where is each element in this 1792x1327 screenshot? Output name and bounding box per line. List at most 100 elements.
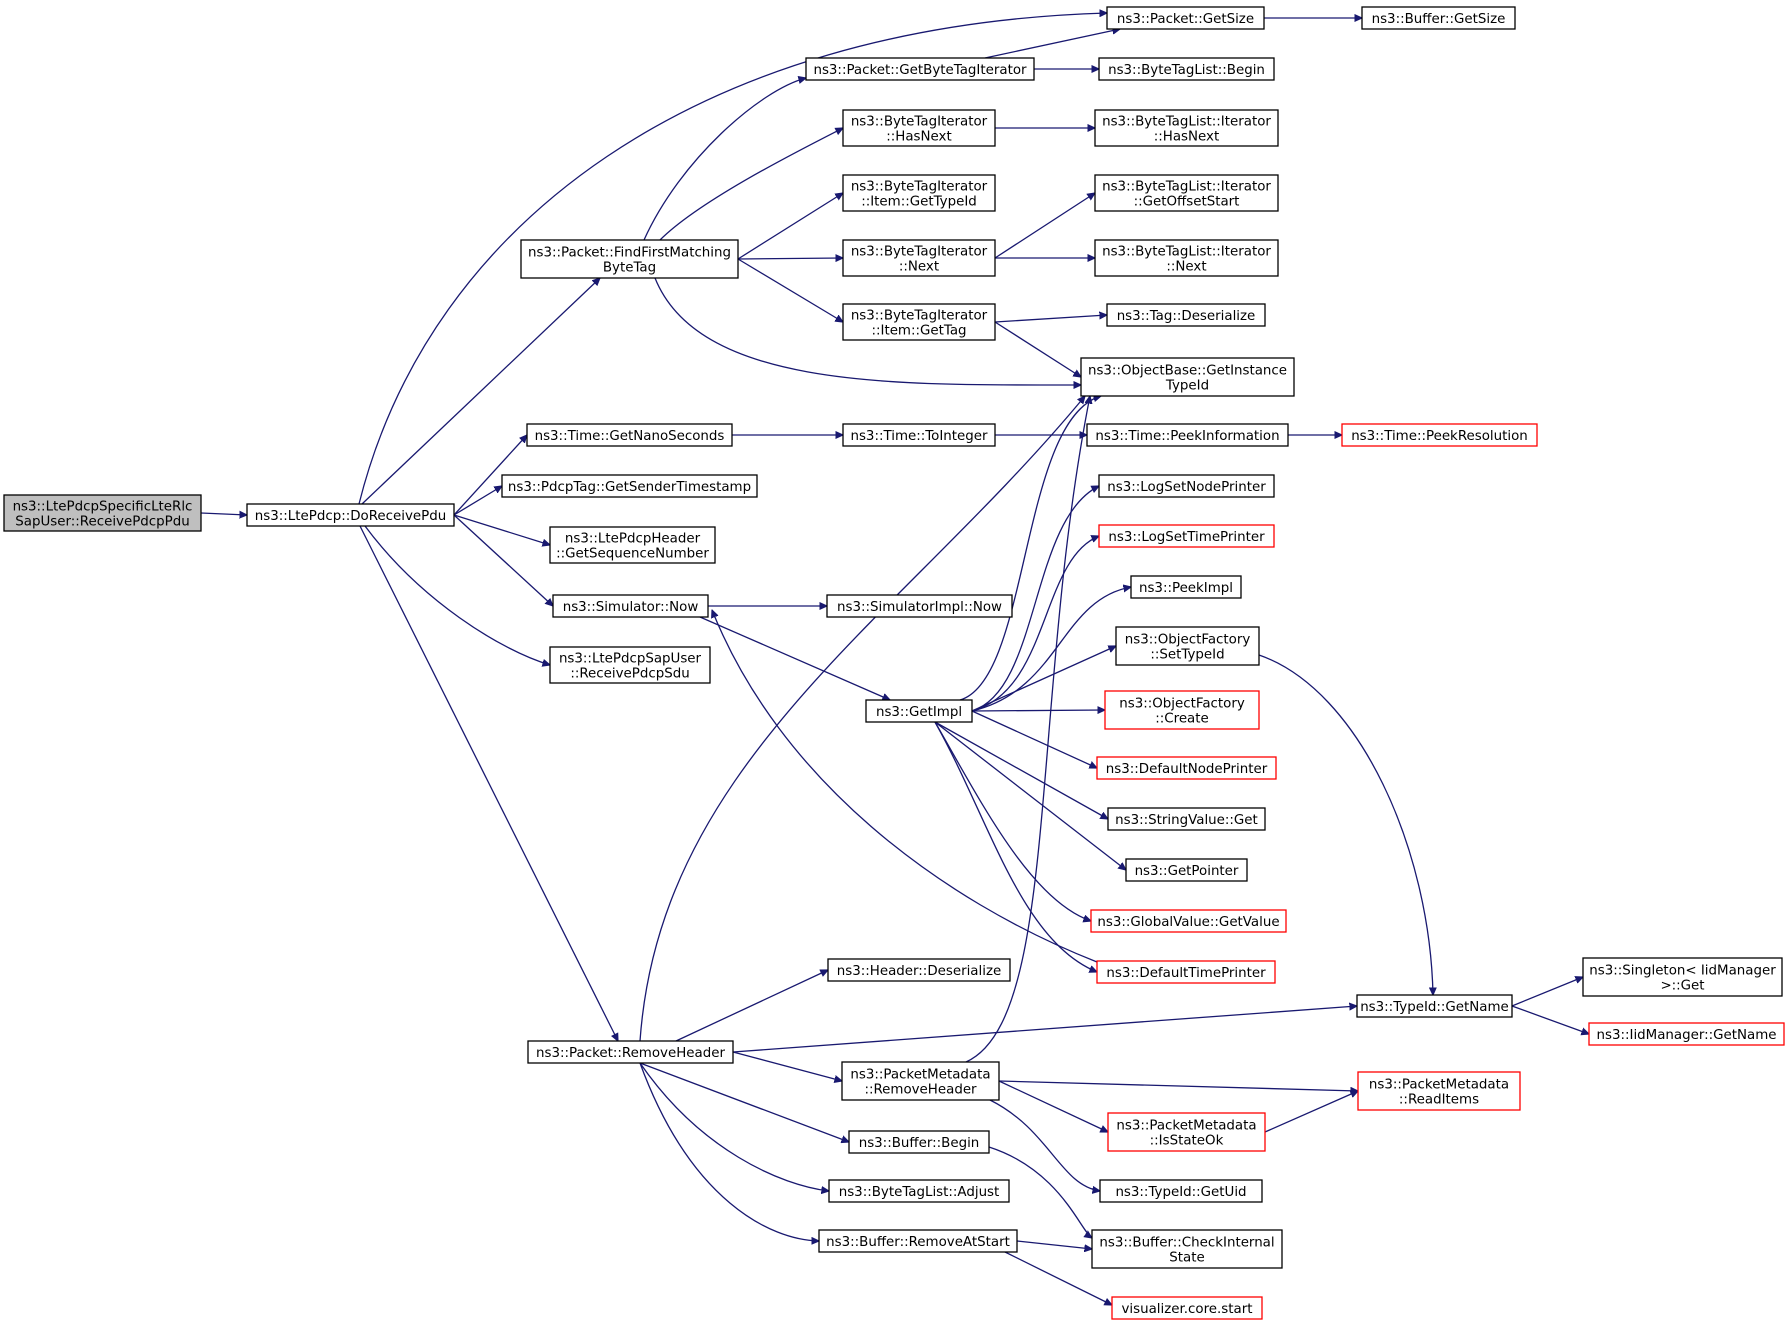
node-box xyxy=(549,526,716,564)
node-stringValueGet[interactable]: ns3::StringValue::Get xyxy=(1107,807,1266,831)
node-label: ns3::DefaultTimePrinter xyxy=(1106,966,1266,981)
node-globalValueGetValue[interactable]: ns3::GlobalValue::GetValue xyxy=(1090,909,1287,933)
node-box xyxy=(1086,423,1289,447)
node-label: ns3::Packet::FindFirstMatching xyxy=(528,246,731,261)
node-box xyxy=(501,474,758,498)
node-typeIdGetName[interactable]: ns3::TypeId::GetName xyxy=(1356,994,1513,1018)
edge-getImpl-to-peekImpl xyxy=(971,587,1131,712)
node-defaultTimePrinter[interactable]: ns3::DefaultTimePrinter xyxy=(1096,960,1276,984)
node-timePeekResolution[interactable]: ns3::Time::PeekResolution xyxy=(1341,423,1538,447)
node-box xyxy=(1115,626,1260,666)
node-label: >::Get xyxy=(1660,979,1704,994)
edge-objectFactorySetTypeId-to-typeIdGetName xyxy=(1258,654,1433,995)
edge-findFirstMatching-to-btiNext xyxy=(737,258,843,259)
node-label: ns3::Time::ToInteger xyxy=(850,429,988,444)
node-label: ns3::LogSetTimePrinter xyxy=(1108,530,1265,545)
node-box xyxy=(1107,807,1266,831)
node-box xyxy=(1094,109,1279,147)
node-simulatorNow[interactable]: ns3::Simulator::Now xyxy=(552,594,709,618)
node-label: ns3::TypeId::GetUid xyxy=(1115,1185,1246,1200)
node-timePeekInformation[interactable]: ns3::Time::PeekInformation xyxy=(1086,423,1289,447)
node-objectFactorySetTypeId[interactable]: ns3::ObjectFactory::SetTypeId xyxy=(1115,626,1260,666)
node-packetGetSize[interactable]: ns3::Packet::GetSize xyxy=(1106,6,1265,30)
node-typeIdGetUid[interactable]: ns3::TypeId::GetUid xyxy=(1099,1179,1263,1203)
node-getByteTagIterator[interactable]: ns3::Packet::GetByteTagIterator xyxy=(805,57,1035,81)
node-label: visualizer.core.start xyxy=(1121,1302,1252,1317)
edge-findFirstMatching-to-getByteTagIterator xyxy=(643,78,806,241)
node-btiItemGetTypeId[interactable]: ns3::ByteTagIterator::Item::GetTypeId xyxy=(842,174,996,212)
node-bufferBegin[interactable]: ns3::Buffer::Begin xyxy=(848,1130,990,1154)
node-objectFactoryCreate[interactable]: ns3::ObjectFactory::Create xyxy=(1104,690,1260,730)
node-label: ns3::ByteTagIterator xyxy=(851,115,988,130)
node-logSetNodePrinter[interactable]: ns3::LogSetNodePrinter xyxy=(1098,474,1275,498)
node-label: ns3::Time::PeekInformation xyxy=(1095,429,1279,444)
node-bufferRemoveAtStart[interactable]: ns3::Buffer::RemoveAtStart xyxy=(818,1229,1018,1253)
node-box xyxy=(552,594,709,618)
node-btiItemGetTag[interactable]: ns3::ByteTagIterator::Item::GetTag xyxy=(842,303,996,341)
node-packetMetadataReadItems[interactable]: ns3::PacketMetadata::ReadItems xyxy=(1357,1071,1521,1111)
edge-getImpl-to-logSetTimePrinter xyxy=(971,536,1099,712)
node-logSetTimePrinter[interactable]: ns3::LogSetTimePrinter xyxy=(1098,524,1275,548)
node-ltePdcpHeaderGetSeq[interactable]: ns3::LtePdcpHeader::GetSequenceNumber xyxy=(549,526,716,564)
node-root[interactable]: ns3::LtePdcpSpecificLteRlcSapUser::Recei… xyxy=(3,494,202,532)
node-tagDeserialize[interactable]: ns3::Tag::Deserialize xyxy=(1106,303,1266,327)
node-iidManagerGetName[interactable]: ns3::IidManager::GetName xyxy=(1588,1022,1785,1046)
node-label: ns3::ObjectFactory xyxy=(1125,633,1251,648)
node-label: ns3::Header::Deserialize xyxy=(837,964,1001,979)
node-headerDeserialize[interactable]: ns3::Header::Deserialize xyxy=(827,958,1011,982)
node-getImpl[interactable]: ns3::GetImpl xyxy=(865,699,973,723)
edge-defaultTimePrinter-to-simulatorNow xyxy=(712,610,1098,963)
node-timeGetNanoSeconds[interactable]: ns3::Time::GetNanoSeconds xyxy=(526,423,733,447)
node-label: ns3::GetImpl xyxy=(876,705,962,720)
edge-doReceivePdu-to-pdcpTagGetSenderTimestamp xyxy=(453,486,502,516)
nodes-layer: ns3::LtePdcpSpecificLteRlcSapUser::Recei… xyxy=(3,6,1785,1320)
node-defaultNodePrinter[interactable]: ns3::DefaultNodePrinter xyxy=(1096,756,1277,780)
node-peekImpl[interactable]: ns3::PeekImpl xyxy=(1130,575,1242,599)
node-byteTagListBegin[interactable]: ns3::ByteTagList::Begin xyxy=(1098,57,1275,81)
edge-getImpl-to-logSetNodePrinter xyxy=(971,486,1099,712)
node-box xyxy=(1096,960,1276,984)
node-btiHasNext[interactable]: ns3::ByteTagIterator::HasNext xyxy=(842,109,996,147)
node-btlIterNext[interactable]: ns3::ByteTagList::Iterator::Next xyxy=(1094,239,1279,277)
node-label: ::HasNext xyxy=(886,130,951,145)
node-label: ns3::DefaultNodePrinter xyxy=(1106,762,1268,777)
node-label: ns3::LtePdcpSapUser xyxy=(559,652,702,667)
edge-packetMetadataRemoveHeader-to-packetMetadataReadItems xyxy=(998,1080,1358,1091)
edge-getImpl-to-objectFactoryCreate xyxy=(971,710,1105,711)
node-box xyxy=(1090,909,1287,933)
node-label: ns3::LtePdcpSpecificLteRlc xyxy=(13,500,193,515)
node-label: ::Item::GetTag xyxy=(871,324,966,339)
node-singletonGet[interactable]: ns3::Singleton< IidManager>::Get xyxy=(1582,957,1783,997)
node-ltePdcpSapUserReceivePdcpSdu[interactable]: ns3::LtePdcpSapUser::ReceivePdcpSdu xyxy=(549,646,711,684)
node-byteTagListAdjust[interactable]: ns3::ByteTagList::Adjust xyxy=(828,1179,1010,1203)
node-simulatorImplNow[interactable]: ns3::SimulatorImpl::Now xyxy=(826,594,1013,618)
node-label: ns3::ObjectFactory xyxy=(1119,697,1245,712)
edge-btiItemGetTag-to-getInstanceTypeId xyxy=(994,321,1081,377)
node-packetMetadataIsStateOk[interactable]: ns3::PacketMetadata::IsStateOk xyxy=(1107,1112,1266,1152)
node-box xyxy=(1130,575,1242,599)
node-label: ns3::PeekImpl xyxy=(1139,581,1233,596)
node-doReceivePdu[interactable]: ns3::LtePdcp::DoReceivePdu xyxy=(246,503,455,527)
node-timeToInteger[interactable]: ns3::Time::ToInteger xyxy=(842,423,996,447)
node-visualizerCoreStart[interactable]: visualizer.core.start xyxy=(1111,1296,1263,1320)
node-bufferGetSize[interactable]: ns3::Buffer::GetSize xyxy=(1361,6,1516,30)
node-btlIterGetOffsetStart[interactable]: ns3::ByteTagList::Iterator::GetOffsetSta… xyxy=(1094,174,1279,212)
node-btlIterHasNext[interactable]: ns3::ByteTagList::Iterator::HasNext xyxy=(1094,109,1279,147)
node-label: ns3::ByteTagIterator xyxy=(851,309,988,324)
edge-doReceivePdu-to-findFirstMatching xyxy=(361,278,600,505)
node-label: ns3::ByteTagIterator xyxy=(851,180,988,195)
node-label: ns3::ByteTagList::Iterator xyxy=(1102,180,1271,195)
node-label: ns3::Packet::GetByteTagIterator xyxy=(813,63,1027,78)
node-pdcpTagGetSenderTimestamp[interactable]: ns3::PdcpTag::GetSenderTimestamp xyxy=(501,474,758,498)
node-box xyxy=(827,958,1011,982)
edge-root-to-doReceivePdu xyxy=(200,513,247,515)
node-box xyxy=(1094,174,1279,212)
node-getPointer[interactable]: ns3::GetPointer xyxy=(1125,858,1248,882)
node-label: ns3::ByteTagIterator xyxy=(851,245,988,260)
node-packetMetadataRemoveHeader[interactable]: ns3::PacketMetadata::RemoveHeader xyxy=(841,1061,1000,1101)
node-packetRemoveHeader[interactable]: ns3::Packet::RemoveHeader xyxy=(527,1040,734,1064)
node-btiNext[interactable]: ns3::ByteTagIterator::Next xyxy=(842,239,996,277)
